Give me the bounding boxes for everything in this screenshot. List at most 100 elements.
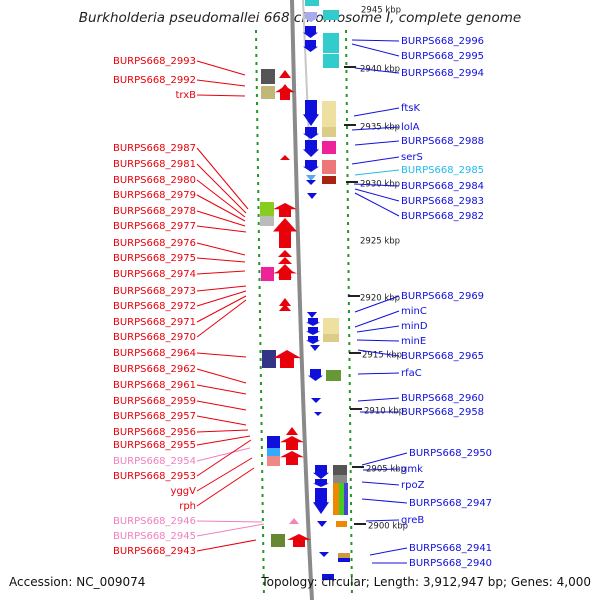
gene-label-right[interactable]: BURPS668_2969 xyxy=(401,291,484,302)
guide-dot xyxy=(258,246,261,249)
gene-label-right[interactable]: BURPS668_2982 xyxy=(401,211,484,222)
gene-label-left[interactable]: BURPS668_2970 xyxy=(113,332,196,343)
connector-line xyxy=(357,372,400,375)
guide-dot xyxy=(347,222,350,225)
gene-label-left[interactable]: rph xyxy=(179,501,196,512)
gene-label-left[interactable]: BURPS668_2981 xyxy=(113,159,196,170)
gene-label-left[interactable]: trxB xyxy=(175,90,196,101)
topology-text: Topology: circular; Length: 3,912,947 bp… xyxy=(261,575,591,589)
reverse-gene-arrow xyxy=(278,250,292,257)
gene-label-left[interactable]: BURPS668_2943 xyxy=(113,546,196,557)
guide-dot xyxy=(348,318,351,321)
gene-label-left[interactable]: BURPS668_2971 xyxy=(113,317,196,328)
gene-label-left[interactable]: BURPS668_2964 xyxy=(113,348,196,359)
gene-label-left[interactable]: BURPS668_2980 xyxy=(113,175,196,186)
guide-dot xyxy=(348,374,351,377)
gene-label-right[interactable]: BURPS668_2965 xyxy=(401,351,484,362)
guide-dot xyxy=(349,462,352,465)
gene-label-right[interactable]: BURPS668_2985 xyxy=(401,165,484,176)
gene-label-left[interactable]: BURPS668_2946 xyxy=(113,516,196,527)
guide-dot xyxy=(350,550,353,553)
reverse-gene-arrow xyxy=(279,304,291,311)
gene-label-right[interactable]: rfaC xyxy=(401,368,422,379)
guide-dot xyxy=(256,110,259,113)
connector-line xyxy=(351,156,400,165)
guide-dot xyxy=(257,222,260,225)
forward-gene-arrow xyxy=(303,26,318,38)
guide-dot xyxy=(345,46,348,49)
gene-label-right[interactable]: rpoZ xyxy=(401,480,425,491)
gene-label-right[interactable]: BURPS668_2988 xyxy=(401,136,484,147)
gene-label-left[interactable]: BURPS668_2976 xyxy=(113,238,196,249)
gene-label-left[interactable]: BURPS668_2959 xyxy=(113,396,196,407)
gene-label-left[interactable]: BURPS668_2979 xyxy=(113,190,196,201)
gene-label-right[interactable]: BURPS668_2996 xyxy=(401,36,484,47)
tick-mark xyxy=(344,124,356,126)
gene-label-right[interactable]: BURPS668_2994 xyxy=(401,68,484,79)
guide-dot xyxy=(260,446,263,449)
gene-block xyxy=(271,534,285,547)
guide-dot xyxy=(346,150,349,153)
gene-block xyxy=(260,202,274,216)
gene-label-right[interactable]: BURPS668_2983 xyxy=(401,196,484,207)
gene-label-right[interactable]: BURPS668_2940 xyxy=(409,558,492,569)
gene-block xyxy=(261,267,274,281)
gene-label-left[interactable]: BURPS668_2956 xyxy=(113,427,196,438)
guide-dot xyxy=(255,62,258,65)
gene-label-right[interactable]: BURPS668_2958 xyxy=(401,407,484,418)
tick-label: 2945 kbp xyxy=(361,6,401,16)
gene-label-right[interactable]: BURPS668_2984 xyxy=(401,181,484,192)
gene-label-right[interactable]: BURPS668_2960 xyxy=(401,393,484,404)
gene-label-right[interactable]: minD xyxy=(401,321,428,332)
guide-dot xyxy=(256,126,259,129)
gene-label-left[interactable]: BURPS668_2975 xyxy=(113,253,196,264)
guide-dot xyxy=(345,86,348,89)
gene-label-right[interactable]: greB xyxy=(401,515,424,526)
guide-dot xyxy=(262,534,265,537)
gene-label-right[interactable]: gmk xyxy=(401,464,423,475)
gene-label-left[interactable]: BURPS668_2992 xyxy=(113,75,196,86)
gene-label-right[interactable]: serS xyxy=(401,152,423,163)
right-gene-labels[interactable]: BURPS668_2996BURPS668_2995BURPS668_2994f… xyxy=(401,36,492,569)
gene-label-left[interactable]: BURPS668_2957 xyxy=(113,411,196,422)
gene-label-left[interactable]: BURPS668_2978 xyxy=(113,206,196,217)
guide-dot xyxy=(346,158,349,161)
gene-label-left[interactable]: yggV xyxy=(171,486,197,497)
gene-label-right[interactable]: lolA xyxy=(401,122,420,133)
guide-dot xyxy=(260,430,263,433)
gene-label-left[interactable]: BURPS668_2973 xyxy=(113,286,196,297)
gene-label-right[interactable]: BURPS668_2995 xyxy=(401,51,484,62)
gene-label-left[interactable]: BURPS668_2961 xyxy=(113,380,196,391)
guide-dot xyxy=(349,478,352,481)
gene-label-left[interactable]: BURPS668_2954 xyxy=(113,456,196,467)
gene-label-left[interactable]: BURPS668_2993 xyxy=(113,56,196,67)
gene-label-left[interactable]: BURPS668_2972 xyxy=(113,301,196,312)
gene-label-left[interactable]: BURPS668_2945 xyxy=(113,531,196,542)
gene-label-left[interactable]: BURPS668_2955 xyxy=(113,440,196,451)
gene-label-right[interactable]: BURPS668_2950 xyxy=(409,448,492,459)
tick-mark xyxy=(352,466,364,468)
guide-dot xyxy=(345,70,348,73)
guide-dot xyxy=(257,230,260,233)
connector-line xyxy=(196,242,246,256)
gene-label-left[interactable]: BURPS668_2987 xyxy=(113,143,196,154)
gene-label-left[interactable]: BURPS668_2962 xyxy=(113,364,196,375)
gene-label-right[interactable]: minC xyxy=(401,306,427,317)
gene-label-right[interactable]: minE xyxy=(401,336,426,347)
gene-label-right[interactable]: BURPS668_2947 xyxy=(409,498,492,509)
forward-gene-arrow xyxy=(303,160,319,172)
guide-dot xyxy=(348,326,351,329)
gene-label-left[interactable]: BURPS668_2953 xyxy=(113,471,196,482)
backbone xyxy=(290,0,314,600)
reverse-gene-arrow xyxy=(273,268,297,280)
connector-line xyxy=(354,67,400,74)
forward-gene-arrow xyxy=(303,100,319,126)
gene-label-left[interactable]: BURPS668_2974 xyxy=(113,269,196,280)
gene-label-left[interactable]: BURPS668_2977 xyxy=(113,221,196,232)
connector-line xyxy=(196,299,247,338)
connector-line xyxy=(196,368,247,384)
connector-line xyxy=(196,467,255,507)
gene-label-right[interactable]: ftsK xyxy=(401,103,420,114)
gene-label-right[interactable]: BURPS668_2941 xyxy=(409,543,492,554)
